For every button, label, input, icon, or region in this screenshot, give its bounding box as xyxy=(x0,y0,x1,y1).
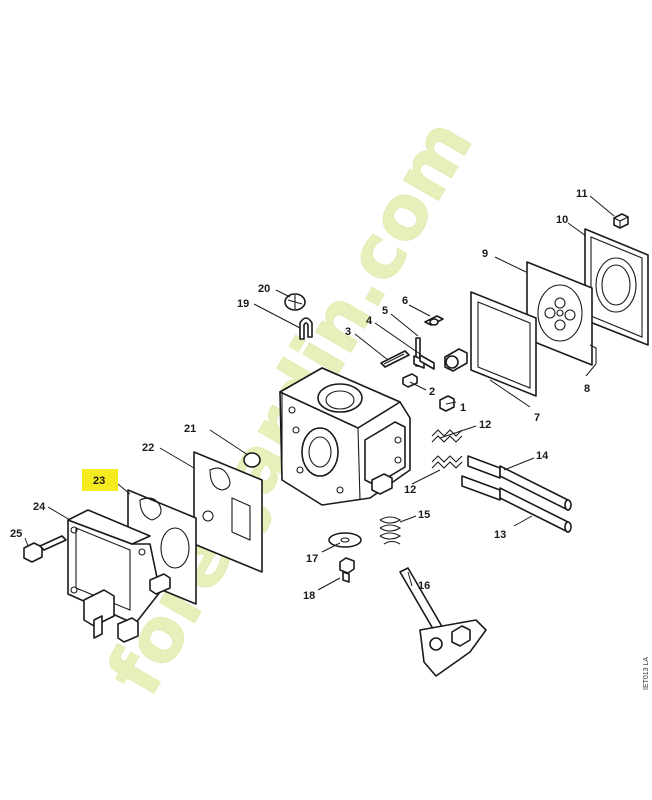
label-8: 8 xyxy=(584,383,590,395)
label-14: 14 xyxy=(536,450,549,462)
inlet-fitting xyxy=(444,348,468,372)
label-25: 25 xyxy=(10,528,22,540)
label-12-upper: 12 xyxy=(479,419,491,431)
label-15: 15 xyxy=(418,509,430,521)
carburetor-body xyxy=(279,367,411,506)
part-16-throttle-shaft xyxy=(399,567,487,677)
part-24-cover xyxy=(67,509,171,643)
label-7: 7 xyxy=(534,412,540,424)
part-4-lever xyxy=(419,354,435,370)
part-11-nut xyxy=(613,213,629,229)
label-2: 2 xyxy=(429,386,435,398)
part-labels: 11 10 9 8 7 6 5 4 3 2 1 12 12 14 13 15 1… xyxy=(10,188,590,602)
label-13: 13 xyxy=(494,529,506,541)
part-25-screw xyxy=(23,535,67,563)
part-22-gasket xyxy=(193,451,263,573)
label-3: 3 xyxy=(345,326,351,338)
label-19: 19 xyxy=(237,298,249,310)
label-1: 1 xyxy=(460,402,466,414)
item-23-highlight xyxy=(82,469,118,491)
document-reference: IET013 LA xyxy=(643,657,650,690)
part-20-screw xyxy=(284,293,306,311)
part-15-spring xyxy=(379,516,402,545)
part-9-diaphragm xyxy=(526,261,593,366)
label-4: 4 xyxy=(366,315,373,327)
label-23: 23 xyxy=(93,475,105,487)
part-21-plug xyxy=(243,452,261,468)
part-3-needle xyxy=(380,350,410,368)
part-19-clip xyxy=(299,317,313,340)
label-22: 22 xyxy=(142,442,154,454)
part-8-gasket xyxy=(589,344,597,364)
part-7-gasket xyxy=(470,291,537,397)
label-20: 20 xyxy=(258,283,270,295)
part-10-pump-cover xyxy=(584,228,649,346)
part-18-screw xyxy=(339,557,355,583)
label-6: 6 xyxy=(402,295,408,307)
part-17-washer xyxy=(328,532,362,548)
label-24: 24 xyxy=(33,501,46,513)
label-18: 18 xyxy=(303,590,315,602)
label-21: 21 xyxy=(184,423,196,435)
part-6-screw xyxy=(424,315,444,326)
label-16: 16 xyxy=(418,580,430,592)
label-5: 5 xyxy=(382,305,388,317)
label-12-lower: 12 xyxy=(404,484,416,496)
part-2-fitting xyxy=(402,373,418,388)
label-11: 11 xyxy=(576,188,588,200)
label-17: 17 xyxy=(306,553,318,565)
part-13-adjusting-screw xyxy=(461,475,572,533)
part-14-adjusting-screw xyxy=(467,455,572,511)
label-10: 10 xyxy=(556,214,568,226)
leader-lines xyxy=(24,195,615,591)
part-12-springs xyxy=(431,429,463,469)
label-9: 9 xyxy=(482,248,488,260)
